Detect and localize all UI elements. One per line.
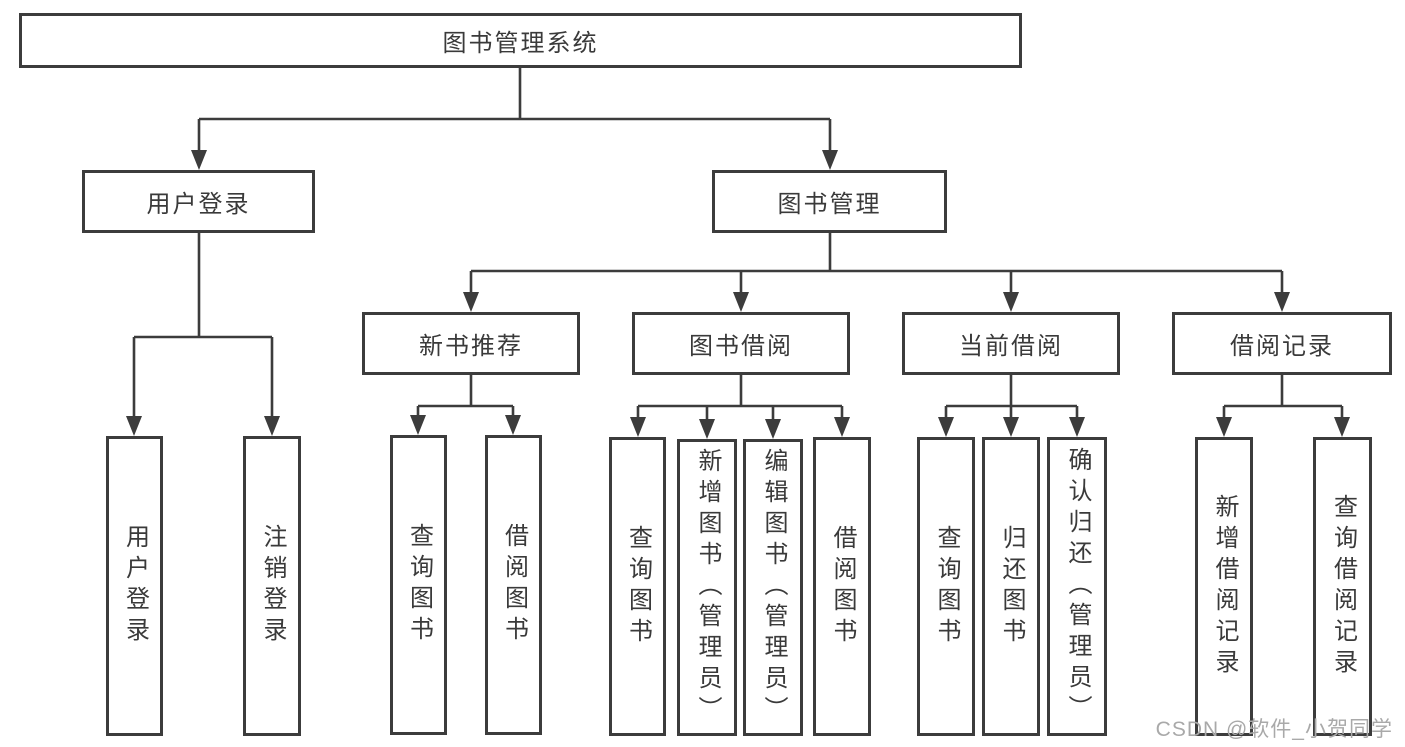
arrowhead-icon bbox=[630, 417, 646, 437]
node-label-query-books-current: 查询图书 bbox=[933, 524, 960, 649]
arrowhead-icon bbox=[463, 292, 479, 312]
arrowhead-icon bbox=[191, 150, 207, 170]
arrowhead-icon bbox=[699, 419, 715, 439]
arrowhead-icon bbox=[1003, 292, 1019, 312]
node-return-books: 归还图书 bbox=[982, 437, 1040, 736]
arrowhead-icon bbox=[938, 417, 954, 437]
node-book-borrowing: 图书借阅 bbox=[632, 312, 850, 375]
arrowhead-icon bbox=[1069, 417, 1085, 437]
node-query-borrow-record: 查询借阅记录 bbox=[1313, 437, 1372, 736]
node-query-books-recommend: 查询图书 bbox=[390, 435, 447, 735]
node-label-borrowing-records: 借阅记录 bbox=[1230, 333, 1334, 360]
arrowhead-icon bbox=[765, 419, 781, 439]
node-borrow-books-recommend: 借阅图书 bbox=[485, 435, 542, 735]
arrowhead-icon bbox=[733, 292, 749, 312]
node-label-logout-leaf: 注销登录 bbox=[259, 524, 286, 648]
node-book-management: 图书管理 bbox=[712, 170, 947, 233]
node-query-books-borrowing: 查询图书 bbox=[609, 437, 666, 736]
node-label-query-borrow-record: 查询借阅记录 bbox=[1329, 493, 1357, 680]
arrowhead-icon bbox=[1334, 417, 1350, 437]
node-library-system: 图书管理系统 bbox=[19, 13, 1022, 68]
node-confirm-return-admin: 确认归还（管理员） bbox=[1047, 437, 1107, 736]
node-label-add-borrow-record: 新增借阅记录 bbox=[1211, 493, 1238, 680]
node-new-book-recommend: 新书推荐 bbox=[362, 312, 580, 375]
node-label-query-books-borrowing: 查询图书 bbox=[624, 524, 652, 649]
node-query-books-current: 查询图书 bbox=[917, 437, 975, 736]
node-label-user-login-leaf: 用户登录 bbox=[121, 524, 149, 648]
arrowhead-icon bbox=[1216, 417, 1232, 437]
node-user-login: 用户登录 bbox=[82, 170, 315, 233]
arrowhead-icon bbox=[1003, 417, 1019, 437]
arrowhead-icon bbox=[410, 415, 426, 435]
node-label-confirm-return-admin: 确认归还（管理员） bbox=[1064, 447, 1091, 726]
node-add-borrow-record: 新增借阅记录 bbox=[1195, 437, 1253, 736]
node-add-book-admin: 新增图书（管理员） bbox=[677, 439, 737, 736]
arrowhead-icon bbox=[1274, 292, 1290, 312]
node-label-return-books: 归还图书 bbox=[998, 524, 1025, 649]
node-logout-leaf: 注销登录 bbox=[243, 436, 301, 736]
node-label-user-login: 用户登录 bbox=[146, 191, 251, 218]
node-label-query-books-recommend: 查询图书 bbox=[405, 523, 433, 647]
node-label-edit-book-admin: 编辑图书（管理员） bbox=[760, 448, 787, 727]
node-borrow-books-borrowing: 借阅图书 bbox=[813, 437, 871, 736]
arrowhead-icon bbox=[834, 417, 850, 437]
node-label-book-borrowing: 图书借阅 bbox=[689, 333, 793, 360]
node-label-borrow-books-borrowing: 借阅图书 bbox=[829, 524, 856, 649]
node-current-borrowing: 当前借阅 bbox=[902, 312, 1120, 375]
arrowhead-icon bbox=[264, 416, 280, 436]
arrowhead-icon bbox=[126, 416, 142, 436]
node-label-library-system: 图书管理系统 bbox=[442, 30, 599, 57]
node-label-add-book-admin: 新增图书（管理员） bbox=[694, 448, 721, 727]
node-label-current-borrowing: 当前借阅 bbox=[959, 333, 1063, 360]
node-edit-book-admin: 编辑图书（管理员） bbox=[743, 439, 803, 736]
node-label-book-management: 图书管理 bbox=[777, 191, 882, 218]
node-label-new-book-recommend: 新书推荐 bbox=[419, 333, 523, 360]
arrowhead-icon bbox=[505, 415, 521, 435]
node-label-borrow-books-recommend: 借阅图书 bbox=[500, 523, 528, 647]
arrowhead-icon bbox=[822, 150, 838, 170]
node-borrowing-records: 借阅记录 bbox=[1172, 312, 1392, 375]
node-user-login-leaf: 用户登录 bbox=[106, 436, 163, 736]
